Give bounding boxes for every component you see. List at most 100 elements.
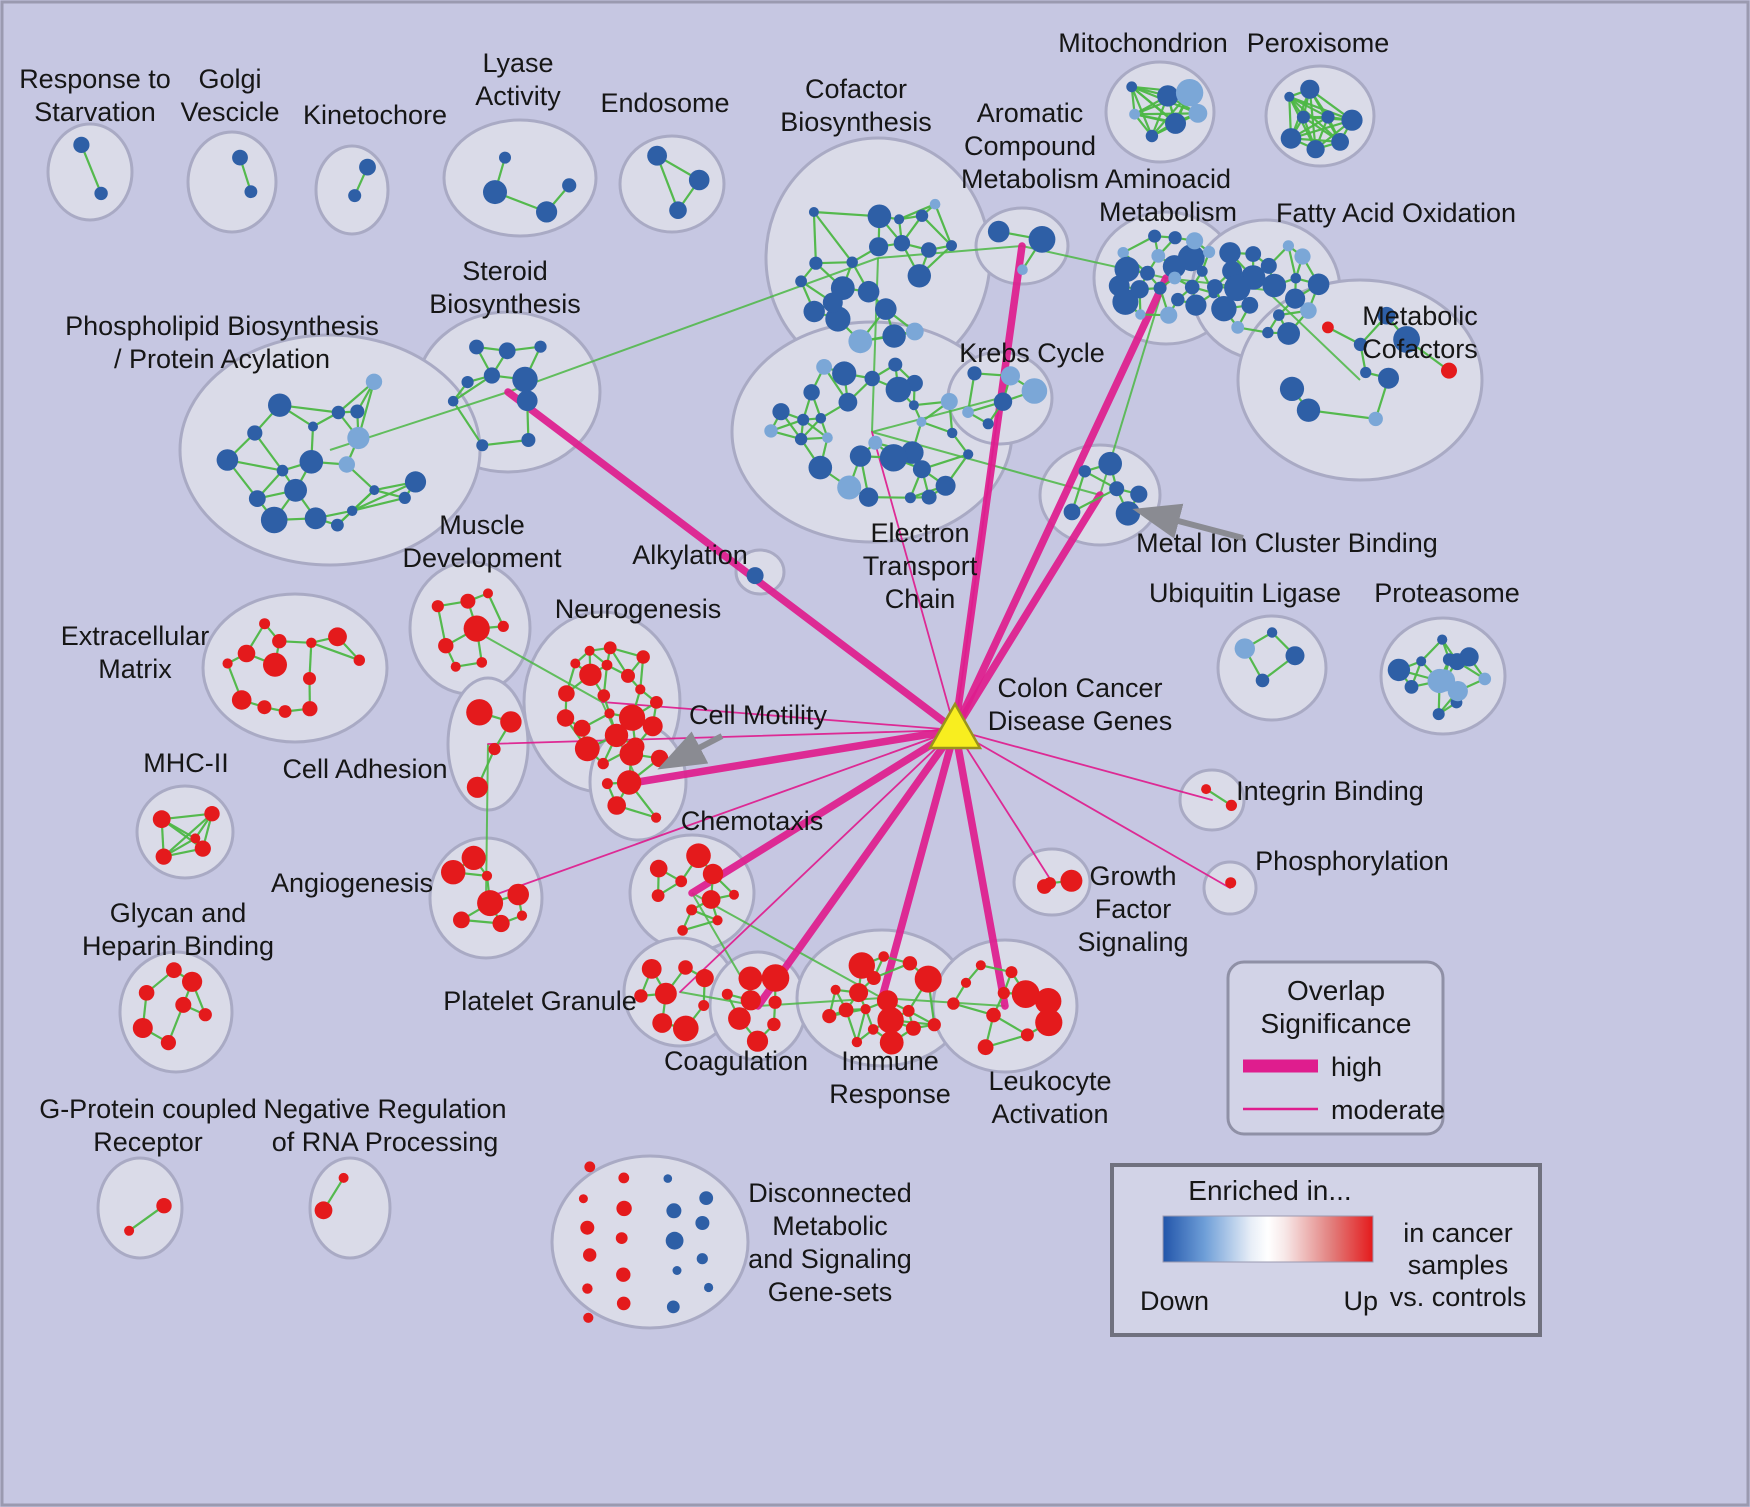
gene-set-node — [1478, 672, 1492, 686]
gene-set-node — [1224, 274, 1251, 302]
gene-set-edge — [1288, 95, 1341, 143]
gene-set-edge — [1308, 89, 1317, 150]
gene-set-node — [314, 1201, 333, 1220]
gene-set-node — [686, 843, 711, 868]
gene-set-node — [521, 433, 536, 447]
gene-set-node — [562, 178, 577, 193]
gene-set-node — [1432, 708, 1445, 721]
gene-set-node — [767, 1017, 781, 1032]
gene-set-node — [1035, 1008, 1063, 1037]
gene-set-node — [1201, 784, 1212, 795]
gene-set-node — [500, 711, 522, 733]
cluster-label-peroxisome: Peroxisome — [1247, 28, 1390, 58]
gene-set-node — [1255, 673, 1270, 688]
gene-set-node — [398, 491, 411, 504]
gene-set-node — [879, 444, 908, 472]
gene-set-node — [302, 701, 318, 717]
gene-set-edge — [253, 432, 284, 472]
cluster-label-immune-response: Response — [829, 1079, 951, 1109]
cluster-bubble-response-to-starvation — [46, 122, 134, 222]
gene-set-node — [347, 505, 358, 516]
cluster-network-phosphorylation — [1225, 877, 1237, 889]
cluster-bubble-lyase-activity — [442, 118, 598, 238]
legend-overlap-box — [1226, 960, 1445, 1136]
gene-set-node — [574, 736, 600, 762]
gene-set-node — [1285, 288, 1306, 309]
gene-set-node — [616, 1200, 632, 1217]
gene-set-node — [259, 618, 271, 630]
gene-set-node — [584, 1161, 596, 1173]
legend-overlap-title-line1: Overlap — [1287, 975, 1385, 1006]
gene-set-node — [476, 439, 489, 452]
gene-set-node — [1175, 79, 1204, 107]
gene-set-node — [1203, 245, 1216, 259]
gene-set-node — [1219, 242, 1241, 264]
gene-set-node — [712, 915, 723, 926]
gene-set-node — [507, 883, 529, 906]
legend-enrichment: Enriched in... Down Up in cancer samples… — [1110, 1163, 1542, 1337]
gene-set-node — [885, 376, 912, 403]
gene-set-edge — [682, 919, 718, 932]
gene-set-node — [1273, 309, 1285, 321]
inter-cluster-edge — [469, 627, 603, 703]
cluster-network-steroid-biosynthesis — [447, 339, 547, 452]
gene-set-node — [838, 392, 858, 412]
cluster-label-integrin-binding: Integrin Binding — [1236, 776, 1424, 806]
gene-set-node — [1225, 877, 1237, 889]
gene-set-node — [868, 435, 883, 450]
gene-set-node — [652, 1013, 673, 1033]
gene-set-node — [1098, 451, 1122, 476]
gene-set-node — [1153, 281, 1167, 295]
cluster-networks — [73, 79, 1492, 1323]
enrichment-up-label: Up — [1343, 1286, 1378, 1316]
gene-set-node — [815, 413, 827, 424]
cluster-label-leukocyte-activation: Leukocyte — [988, 1066, 1111, 1096]
gene-set-node — [328, 627, 347, 647]
gene-set-node — [353, 654, 365, 666]
gene-set-node — [921, 242, 937, 258]
gene-set-node — [1117, 247, 1129, 259]
gene-set-node — [619, 704, 646, 731]
cluster-label-metabolic-cofactors: Cofactors — [1362, 334, 1478, 364]
cluster-label-metabolic-cofactors: Metabolic — [1362, 301, 1478, 331]
gene-set-node — [772, 403, 790, 421]
gene-set-node — [516, 390, 538, 412]
cluster-network-coagulation — [721, 964, 790, 1052]
gene-set-node — [894, 214, 905, 225]
cluster-label-angiogenesis: Angiogenesis — [271, 868, 433, 898]
cluster-label-glycan-heparin-binding: Heparin Binding — [82, 931, 274, 961]
gene-set-node — [182, 971, 203, 992]
gene-set-node — [663, 1174, 673, 1183]
gene-set-node — [1063, 503, 1081, 521]
gene-set-node — [916, 416, 927, 427]
gene-set-node — [1262, 273, 1287, 298]
gene-set-node — [603, 641, 617, 655]
gene-set-node — [1245, 246, 1262, 262]
gene-set-node — [248, 490, 266, 507]
gene-set-node — [867, 1024, 879, 1035]
cluster-label-extracellular-matrix: Matrix — [98, 654, 172, 684]
gene-set-node — [1260, 257, 1277, 274]
inter-cluster-edge — [877, 245, 1023, 259]
cluster-network-g-protein-coupled-receptor — [124, 1198, 172, 1236]
gene-set-node — [803, 300, 825, 323]
gene-set-node — [875, 298, 897, 320]
gene-set-node — [946, 240, 957, 252]
cluster-label-growth-factor-signaling: Growth — [1089, 861, 1176, 891]
gene-set-node — [512, 366, 538, 393]
gene-set-node — [822, 1009, 837, 1024]
gene-set-edge — [812, 211, 817, 264]
gene-set-node — [601, 659, 613, 671]
cluster-label-kinetochore: Kinetochore — [303, 100, 447, 130]
gene-set-node — [738, 966, 763, 991]
cluster-label-disconnected-gene-sets: Metabolic — [772, 1211, 888, 1241]
cluster-network-golgi-vescicle — [232, 149, 258, 199]
enrichment-note-line1: in cancer — [1403, 1218, 1513, 1248]
gene-set-node — [350, 404, 365, 419]
gene-set-node — [558, 685, 575, 702]
gene-set-node — [673, 1015, 699, 1042]
gene-set-node — [832, 361, 857, 386]
cluster-network-lyase-activity — [483, 151, 577, 223]
